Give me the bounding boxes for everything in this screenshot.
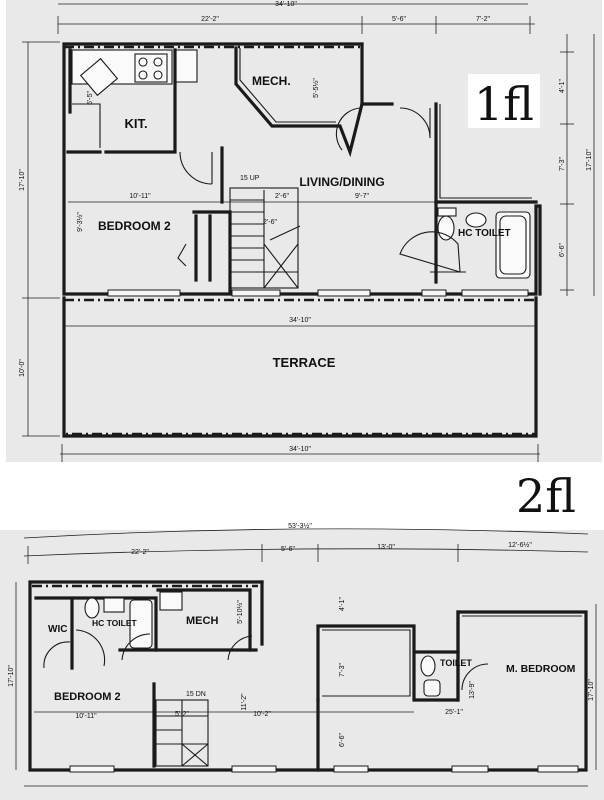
dim-top-a-1f: 22'-2" bbox=[201, 16, 219, 23]
toilet-icon-master bbox=[420, 655, 436, 677]
sink-icon bbox=[79, 57, 119, 97]
dim-top-c-1f: 7'-2" bbox=[476, 16, 490, 23]
dim-right-c-1f: 6'-6" bbox=[559, 243, 566, 257]
dim-stair-vertical-2f: 6'-6" bbox=[339, 733, 346, 747]
toilet-icon bbox=[437, 215, 455, 241]
dim-stair-b-1f: 2'-6" bbox=[263, 219, 277, 226]
dim-top-b-2f: 5'-6" bbox=[281, 546, 295, 553]
dim-left-total-2f: 17'-10" bbox=[8, 665, 15, 687]
lavatory-icon-master bbox=[423, 679, 441, 697]
room-label-terrace: TERRACE bbox=[273, 355, 336, 370]
left-dimensions-1f: 17'-10" 10'-0" bbox=[19, 41, 60, 437]
dim-right-total-1f: 17'-10" bbox=[586, 149, 593, 171]
bottom-dimension-1f: 34'-10" bbox=[60, 444, 540, 462]
bathtub-icon bbox=[495, 211, 531, 279]
dim-top-c-2f: 13'-0" bbox=[377, 544, 395, 551]
dim-bedroom-vertical-1f: 9'-3½" bbox=[76, 212, 84, 232]
dim-top-b-1f: 5'-6" bbox=[392, 16, 406, 23]
room-label-bedroom-2-1f: BEDROOM 2 bbox=[98, 219, 171, 233]
hc-toilet-2f: HC TOILET bbox=[72, 596, 158, 667]
dim-mid-width-2f: 25'-1" bbox=[445, 709, 463, 716]
dim-master-vertical: 13'-9" bbox=[469, 681, 476, 699]
dim-stair-a-1f: 2'-6" bbox=[275, 193, 289, 200]
dim-living-width-1f: 9'-7" bbox=[355, 193, 369, 200]
second-floor-plan: 2fl 53'-3½" 22'-2" 5'-6" 13'-0" 12'-6½" … bbox=[0, 469, 604, 800]
windows-2f bbox=[69, 765, 579, 773]
dim-terrace-depth: 10'-0" bbox=[19, 359, 26, 377]
dim-mech-vertical: 5'-5½" bbox=[312, 78, 320, 98]
stairs-2f: 15 DN bbox=[152, 682, 209, 768]
room-label-master-bedroom: M. BEDROOM bbox=[506, 663, 576, 675]
stairs-1f: 15 UP bbox=[220, 146, 301, 289]
right-dimensions-1f: 4'-1" 7'-3" 6'-6" 17'-10" bbox=[559, 34, 595, 296]
terrace: 34'-10" TERRACE bbox=[62, 296, 538, 438]
room-label-toilet-2f: TOILET bbox=[440, 658, 472, 668]
entry-door-1f bbox=[399, 107, 431, 139]
top-dimensions-1f: 34'-10" 22'-2" 5'-6" 7'-2" bbox=[57, 1, 535, 34]
dim-room-vertical-2f: 7'-3" bbox=[339, 663, 346, 677]
dim-left-total-1f: 17'-10" bbox=[19, 169, 26, 191]
mech-unit-icon bbox=[159, 591, 183, 611]
dim-hall-width-2f: 10'-2" bbox=[253, 711, 271, 718]
dim-top-a-2f: 22'-2" bbox=[131, 549, 149, 556]
walk-in-closet-2f: WIC bbox=[34, 596, 74, 670]
dim-right-b-1f: 7'-3" bbox=[559, 157, 566, 171]
room-label-hc-toilet-1f: HC TOILET bbox=[458, 228, 511, 239]
fridge-icon bbox=[174, 49, 198, 83]
dim-terrace-width: 34'-10" bbox=[289, 317, 311, 324]
lavatory-icon bbox=[465, 212, 487, 228]
room-label-mech-2f: MECH bbox=[186, 615, 218, 627]
master-suite-2f: TOILET M. BEDROOM 13'-9" bbox=[414, 610, 576, 702]
room-label-hc-toilet-2f: HC TOILET bbox=[92, 618, 138, 628]
stair-note-down: 15 DN bbox=[186, 691, 206, 698]
dim-right-total-2f: 17'-10" bbox=[588, 679, 595, 701]
toilet-icon-2f bbox=[84, 597, 100, 619]
room-label-bedroom-2-2f: BEDROOM 2 bbox=[54, 691, 121, 703]
dim-bedroom-width-2f: 10'-11" bbox=[75, 713, 97, 720]
lavatory-icon-2f bbox=[103, 597, 125, 613]
dim-top-d-2f: 12'-6½" bbox=[508, 541, 532, 549]
kitchen-1f: KIT. 5'-5" bbox=[68, 48, 213, 185]
dim-mech-vertical-2f: 5'-10½" bbox=[236, 600, 244, 624]
stair-treads-1f bbox=[230, 199, 299, 289]
dim-hall-vertical-2f: 4'-1" bbox=[339, 597, 346, 611]
interior-dimensions-1f: 10'-11" 2'-6" 2'-6" 9'-7" 9'-3½" bbox=[68, 193, 436, 232]
room-label-wic: WIC bbox=[48, 624, 67, 635]
dim-top-overall-2f: 53'-3½" bbox=[288, 522, 312, 530]
top-dimensions-2f: 53'-3½" 22'-2" 5'-6" 13'-0" 12'-6½" bbox=[23, 522, 589, 564]
dim-kit-vertical: 5'-5" bbox=[87, 91, 94, 105]
mech-room-2f: MECH 5'-10½" bbox=[118, 588, 258, 661]
room-label-mech: MECH. bbox=[252, 74, 291, 88]
dim-bedroom-vertical-2f: 11'-2" bbox=[241, 693, 248, 711]
bathtub-icon-2f bbox=[129, 599, 153, 649]
dim-bedroom-width-1f: 10'-11" bbox=[129, 193, 151, 200]
room-label-living-dining: LIVING/DINING bbox=[299, 175, 384, 189]
stair-note-up: 15 UP bbox=[240, 175, 260, 182]
first-floor-plan: 34'-10" 22'-2" 5'-6" 7'-2" 17'-10" 10'-0… bbox=[6, 0, 602, 462]
hc-toilet-1f: HC TOILET bbox=[399, 200, 531, 284]
dim-right-a-1f: 4'-1" bbox=[559, 79, 566, 93]
dim-bottom-overall-1f: 34'-10" bbox=[289, 446, 311, 453]
floor-label-2fl: 2fl bbox=[516, 469, 576, 523]
dim-top-overall-1f: 34'-10" bbox=[275, 1, 297, 8]
mech-room-1f: MECH. 5'-5½" bbox=[234, 46, 364, 158]
floor-label-1fl: 1fl bbox=[474, 77, 534, 131]
windows-1f bbox=[107, 289, 529, 297]
room-label-kitchen: KIT. bbox=[124, 116, 147, 131]
